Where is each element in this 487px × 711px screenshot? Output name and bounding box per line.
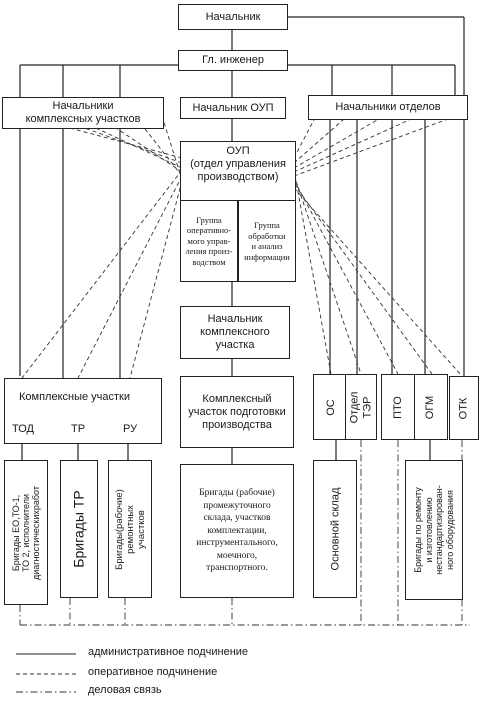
group-ops-line5: водством bbox=[192, 256, 226, 267]
oup-line3: производством) bbox=[197, 171, 279, 183]
otk-label: ОТК bbox=[457, 397, 470, 419]
brigade-eo-label: Бригады ЕО,ТО-1, ТО 2, исполнители диагн… bbox=[11, 485, 42, 580]
group-ops-line1: Группа bbox=[196, 214, 222, 225]
os-label: ОС bbox=[324, 398, 337, 416]
legend-operative-label: оперативное подчинение bbox=[88, 666, 218, 678]
brigade-prep-line4: комплектации, bbox=[207, 525, 267, 536]
brigade-ogm-box: Бригады по ремонту и изготовлению нестан… bbox=[405, 460, 463, 600]
group-ops-line2: оперативно- bbox=[186, 225, 232, 236]
complex-area-head-box: Начальник комплексного участка bbox=[180, 306, 290, 359]
complex-heads-box: Начальники комплексных участков bbox=[2, 97, 164, 129]
brigade-prep-line6: моечного, bbox=[216, 550, 258, 561]
brigade-tr-label: Бригады ТР bbox=[71, 490, 88, 568]
legend-operative-line bbox=[16, 673, 76, 675]
dept-heads-label: Начальники отделов bbox=[335, 101, 441, 113]
complex-heads-line1: Начальники bbox=[52, 100, 114, 112]
complex-areas-box: Комплексные участки ТОД ТР РУ bbox=[4, 378, 162, 444]
prep-area-box: Комплексный участок подготовки производс… bbox=[180, 376, 294, 448]
brigade-prep-line5: инструментального, bbox=[196, 538, 278, 549]
oup-line2: (отдел управления bbox=[190, 158, 286, 170]
oup-head-label: Начальник ОУП bbox=[192, 101, 274, 114]
brigade-ogm-label: Бригады по ремонту и изготовлению нестан… bbox=[413, 485, 455, 575]
brigade-prep-box: Бригады (рабочие) промежуточного склада,… bbox=[180, 464, 294, 598]
group-info-box: Группа обработки и анализ информации bbox=[238, 200, 296, 282]
complex-area-head-line2: комплексного bbox=[200, 326, 270, 338]
pto-box: ПТО bbox=[381, 374, 415, 440]
prep-area-line2: участок подготовки bbox=[188, 405, 286, 418]
prep-area-line1: Комплексный bbox=[202, 392, 272, 405]
chief-engineer-label: Гл. инженер bbox=[202, 54, 264, 66]
complex-heads-line2: комплексных участков bbox=[25, 113, 141, 125]
brigade-prep-line3: склада, участков bbox=[203, 513, 271, 524]
group-ops-box: Группа оперативно- мого управ- ления про… bbox=[180, 200, 238, 282]
legend-business-label: деловая связь bbox=[88, 684, 162, 696]
chief-engineer-box: Гл. инженер bbox=[178, 50, 288, 71]
dept-heads-box: Начальники отделов bbox=[308, 95, 468, 120]
brigade-eo-box: Бригады ЕО,ТО-1, ТО 2, исполнители диагн… bbox=[4, 460, 48, 605]
group-info-line3: и анализ bbox=[251, 241, 283, 251]
brigade-rem-label: Бригады(рабочие) ремонтных участков bbox=[113, 488, 147, 570]
ter-label-2: ТЭР bbox=[361, 396, 374, 418]
ogm-box: ОГМ bbox=[414, 374, 448, 440]
complex-areas-label: Комплексные участки bbox=[19, 391, 131, 403]
head-label: Начальник bbox=[205, 10, 261, 23]
pto-label: ПТО bbox=[391, 395, 404, 419]
complex-area-head-line3: участка bbox=[215, 339, 255, 351]
brigade-prep-line1: Бригады (рабочие) bbox=[199, 488, 275, 499]
brigade-rem-box: Бригады(рабочие) ремонтных участков bbox=[108, 460, 152, 598]
legend-business-line bbox=[16, 691, 76, 693]
tr-label: ТР bbox=[71, 423, 86, 435]
group-info-line4: информации bbox=[244, 251, 290, 262]
ter-box: Отдел ТЭР bbox=[345, 374, 377, 440]
ru-label: РУ bbox=[123, 423, 138, 435]
oup-head-box: Начальник ОУП bbox=[180, 97, 286, 119]
otk-box: ОТК bbox=[449, 376, 479, 440]
complex-area-head-line1: Начальник bbox=[207, 313, 263, 325]
ogm-label: ОГМ bbox=[424, 395, 437, 419]
legend-admin-label: административное подчинение bbox=[88, 646, 249, 658]
group-ops-line4: ления произ- bbox=[185, 246, 233, 257]
group-info-line1: Группа bbox=[254, 220, 280, 230]
group-ops-line3: мого управ- bbox=[187, 235, 231, 246]
tod-label: ТОД bbox=[12, 423, 34, 435]
brigade-prep-line7: транспортного. bbox=[206, 563, 268, 574]
head-box: Начальник bbox=[178, 4, 288, 30]
group-info-line2: обработки bbox=[248, 230, 286, 241]
legend-admin-line bbox=[16, 653, 76, 655]
ter-label-1: Отдел bbox=[348, 391, 361, 423]
brigade-prep-line2: промежуточного bbox=[203, 500, 271, 511]
main-warehouse-box: Основной склад bbox=[313, 460, 357, 598]
oup-line1: ОУП bbox=[226, 145, 250, 157]
main-warehouse-label: Основной склад bbox=[329, 487, 342, 571]
brigade-tr-box: Бригады ТР bbox=[60, 460, 98, 598]
prep-area-line3: производства bbox=[202, 418, 272, 431]
os-box: ОС bbox=[313, 374, 349, 440]
